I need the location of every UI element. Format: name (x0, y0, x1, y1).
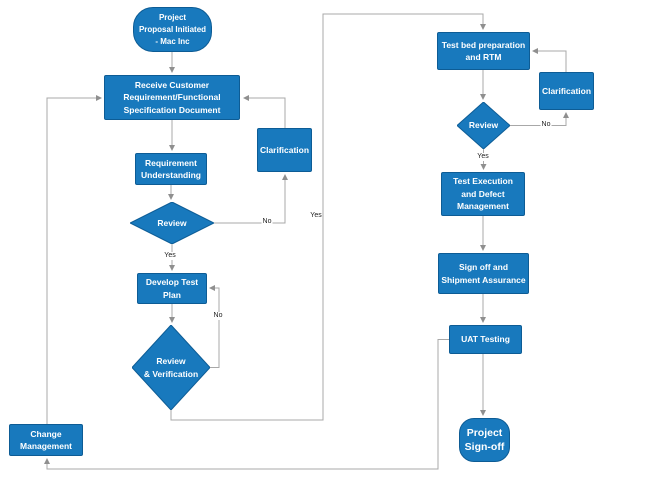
diamond-shape (132, 325, 210, 410)
edge-label-review2-no: No (540, 121, 552, 129)
node-change-management: Change Management (9, 424, 83, 456)
node-label: Review (157, 217, 187, 228)
node-label: Develop Test Plan (145, 277, 199, 300)
connector-reviewverification-yes-to-testbed (170, 13, 486, 421)
node-clarification-2: Clarification (539, 72, 594, 110)
node-review-decision-1: Review (130, 202, 214, 244)
node-label: Test bed preparation and RTM (441, 39, 526, 63)
node-uat-testing: UAT Testing (449, 325, 522, 354)
node-project-signoff-terminator: Project Sign-off (459, 418, 510, 462)
edge-label-review-verification-no: No (212, 312, 224, 320)
node-start-terminator: Project Proposal Initiated - Mac Inc (133, 7, 212, 52)
connector-changemanagement-to-receive (46, 95, 102, 424)
node-testbed-preparation: Test bed preparation and RTM (437, 32, 530, 70)
node-label: Review & Verification (143, 356, 199, 379)
edge-label-review-verification-yes: Yes (309, 212, 323, 220)
edge-label-review2-yes: Yes (476, 153, 490, 161)
connector-reviewverification-no-to-develop (209, 285, 220, 368)
node-develop-test-plan: Develop Test Plan (137, 273, 207, 304)
diamond-shape (457, 102, 510, 149)
connector-uat-to-changemanagement (44, 339, 449, 470)
edge-label-review1-no: No (261, 218, 273, 226)
node-clarification-1: Clarification (257, 128, 312, 172)
edge-label-review1-yes: Yes (163, 252, 177, 260)
diamond-shape (130, 202, 214, 244)
node-label: Requirement Understanding (141, 157, 201, 181)
node-label: Project Proposal Initiated - Mac Inc (138, 12, 207, 46)
connector-review2-no-to-clarification2 (510, 112, 569, 126)
node-review-verification-decision: Review & Verification (132, 325, 210, 410)
node-label: Change Management (20, 428, 72, 452)
node-test-execution: Test Execution and Defect Management (441, 172, 525, 216)
node-label: UAT Testing (461, 334, 510, 345)
connector-clarification2-to-testbed (532, 48, 567, 72)
connector-review1-no-to-clarification1 (214, 174, 288, 224)
node-label: Sign off and Shipment Assurance (441, 262, 526, 285)
node-label: Clarification (541, 85, 592, 96)
node-requirement-understanding: Requirement Understanding (135, 153, 207, 185)
node-signoff-shipment-assurance: Sign off and Shipment Assurance (438, 253, 529, 294)
node-receive-requirement: Receive Customer Requirement/Functional … (104, 75, 240, 120)
node-review-decision-2: Review (457, 102, 510, 149)
node-label: Review (468, 120, 499, 131)
connector-clarification1-to-receive (243, 95, 286, 128)
node-label: Project Sign-off (464, 427, 505, 453)
node-label: Clarification (259, 144, 310, 155)
node-label: Receive Customer Requirement/Functional … (123, 79, 221, 115)
node-label: Test Execution and Defect Management (453, 176, 513, 212)
